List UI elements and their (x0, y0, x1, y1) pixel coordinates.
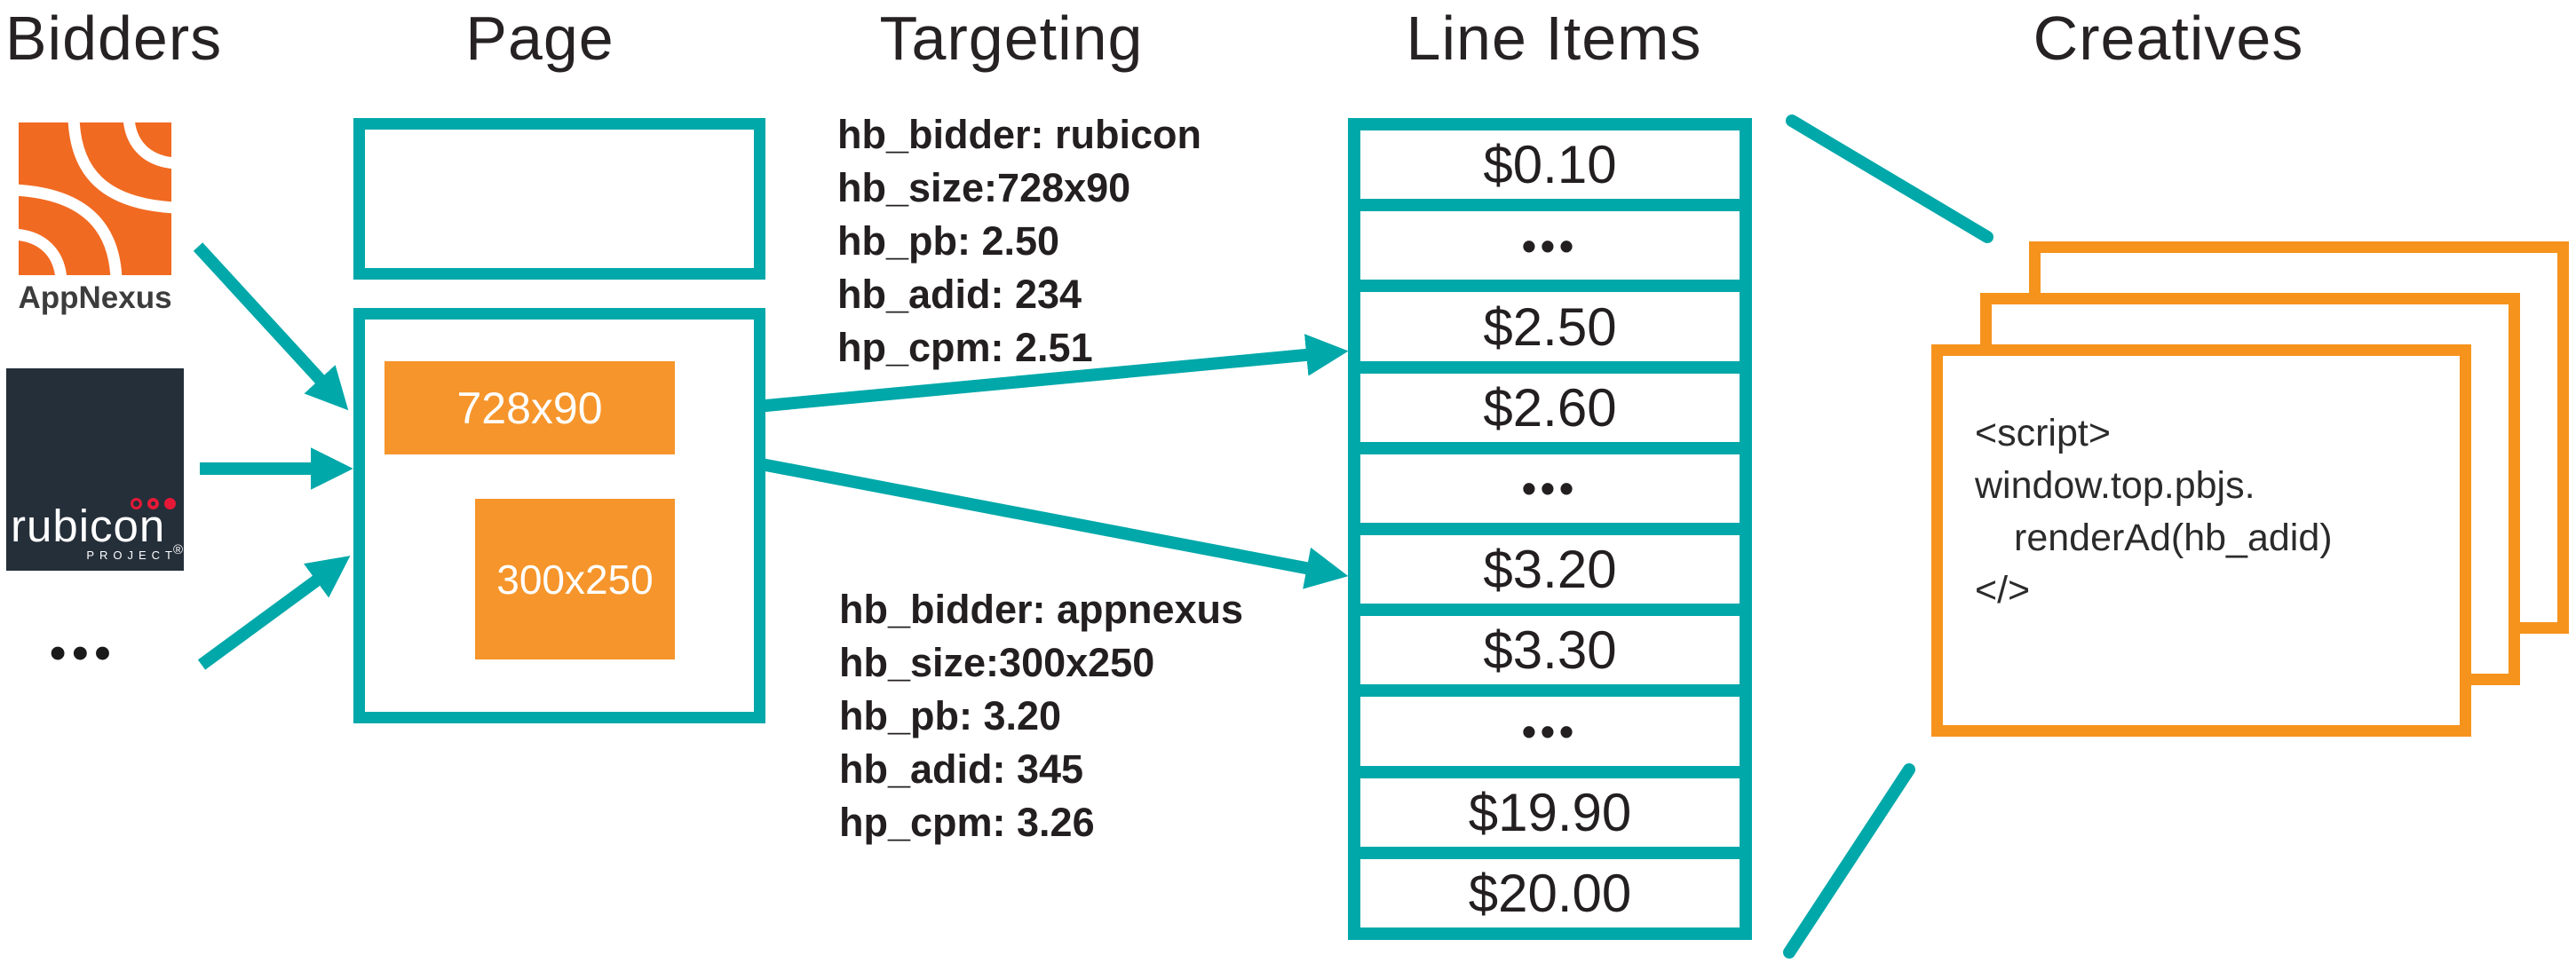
other-bidders-to-page-arrow (197, 556, 351, 670)
line-item-row: $0.10 (1360, 130, 1740, 200)
creatives-title: Creatives (2033, 4, 2304, 73)
script-line: </> (1975, 569, 2031, 612)
script-line: <script> (1975, 412, 2111, 454)
line-item-row: $2.60 (1360, 373, 1740, 442)
rubicon-dot-ring-icon (131, 498, 142, 509)
creative-card-front: <script> window.top.pbjs. renderAd(hb_ad… (1931, 344, 2471, 737)
line-item-row: ••• (1360, 454, 1740, 524)
script-line: window.top.pbjs. (1975, 464, 2255, 507)
page-to-line-item-320-arrow (755, 457, 1349, 589)
line-item-row: ••• (1360, 211, 1740, 280)
line-item-row: $3.20 (1360, 535, 1740, 604)
script-line: renderAd(hb_adid) (2014, 517, 2333, 559)
targeting-title: Targeting (879, 4, 1144, 73)
targeting-rubicon-block: hb_bidder: rubicon hb_size:728x90 hb_pb:… (837, 108, 1201, 375)
appnexus-label: AppNexus (18, 280, 172, 315)
more-bidders-ellipsis: ••• (50, 628, 117, 679)
creative-script-snippet: <script> window.top.pbjs. renderAd(hb_ad… (1943, 356, 2460, 617)
page-title: Page (465, 4, 614, 73)
appnexus-logo (19, 122, 171, 275)
rubicon-wordmark: rubicon (11, 501, 166, 551)
bidders-title: Bidders (4, 4, 223, 73)
page-header-section (353, 118, 765, 280)
targeting-line: hb_adid: 234 (837, 272, 1082, 317)
targeting-line: hb_adid: 345 (839, 746, 1084, 792)
line-item-row: ••• (1360, 697, 1740, 766)
rubicon-subtext: PROJECT (86, 549, 178, 562)
targeting-line: hp_cpm: 2.51 (837, 325, 1093, 370)
ad-slot-300x250: 300x250 (475, 499, 675, 659)
line-items-to-creatives-top-line (1786, 114, 1993, 243)
targeting-line: hb_bidder: rubicon (837, 112, 1201, 157)
targeting-line: hb_pb: 3.20 (839, 693, 1062, 738)
line-items-title: Line Items (1406, 4, 1702, 73)
targeting-line: hb_size:728x90 (837, 165, 1131, 210)
rubicon-logo: rubicon ® PROJECT (6, 368, 184, 571)
line-items-to-creatives-bottom-line (1783, 763, 1915, 959)
rubicon-dot-solid-icon (164, 498, 176, 509)
targeting-line: hb_pb: 2.50 (837, 218, 1060, 264)
rubicon-dot-donut-icon (147, 498, 159, 509)
targeting-appnexus-block: hb_bidder: appnexus hb_size:300x250 hb_p… (839, 583, 1243, 849)
targeting-line: hb_bidder: appnexus (839, 587, 1244, 632)
appnexus-to-page-arrow (193, 242, 349, 411)
line-item-row: $2.50 (1360, 292, 1740, 361)
line-items-table: $0.10 ••• $2.50 $2.60 ••• $3.20 $3.30 ••… (1348, 118, 1752, 940)
targeting-line: hb_size:300x250 (839, 640, 1155, 685)
line-item-row: $3.30 (1360, 616, 1740, 685)
ad-slot-728x90: 728x90 (384, 361, 675, 454)
targeting-line: hp_cpm: 3.26 (839, 800, 1095, 845)
rubicon-logo-dots (131, 498, 176, 509)
line-item-row: $20.00 (1360, 858, 1740, 928)
rubicon-registered: ® (172, 542, 183, 557)
line-item-row: $19.90 (1360, 778, 1740, 847)
